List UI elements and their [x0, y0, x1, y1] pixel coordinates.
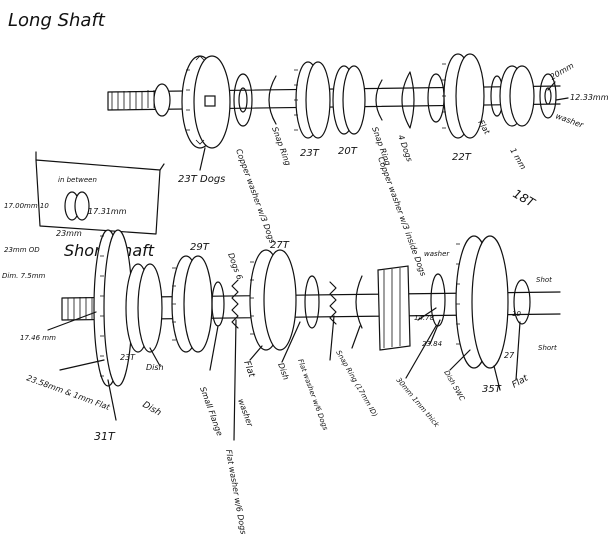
label-23t-short: 23T [120, 353, 136, 362]
leader-lines [47, 307, 521, 441]
label-2358mm: 23.58mm & 1mm Flat [25, 373, 111, 412]
label-snap-ring: Snap Ring (17mm ID) [334, 349, 379, 419]
label-2384: 23.84 [422, 340, 442, 348]
snap-ring-2 [375, 79, 383, 121]
copper-washer-inside-dogs [427, 73, 445, 123]
flat-washer-6-dogs [231, 279, 239, 329]
dog-collar [377, 265, 411, 351]
gear-27t [249, 249, 297, 351]
label-dim: Dim. 7.5mm [2, 272, 46, 280]
small-flange [211, 281, 225, 327]
snap-ring-1 [268, 75, 277, 125]
gear-35t [455, 235, 509, 369]
gear-23t-dogs [181, 55, 231, 149]
label-29t: 29T [190, 242, 210, 253]
label-1731mm: 17.31mm [88, 207, 127, 216]
label-20t: 20T [338, 146, 358, 157]
short-end-washer [513, 279, 531, 325]
label-23mm-od: 23mm OD [4, 246, 40, 254]
label-dish: Dish [146, 363, 164, 372]
label-flat-washer-6-dogs: Flat washer w/6 Dogs [224, 449, 248, 535]
long-shaft-assembly: 23T Dogs Copper washer w/3 Dogs Snap Rin… [107, 53, 609, 278]
label-washer-2: washer [424, 250, 450, 258]
label-30mm: 30mm 1mm thick [394, 376, 441, 429]
long-shaft-spline [111, 90, 155, 110]
label-washer: washer [554, 111, 585, 130]
snap-ring-short [355, 275, 363, 329]
label-small-flange: Small Flange [198, 386, 224, 438]
long-shaft-collar [153, 83, 171, 117]
label-short: Short [538, 344, 557, 352]
label-flat-2: Flat [511, 373, 531, 390]
flat-washer-6-dogs-2 [329, 281, 337, 325]
inset-detail: in between 17.31mm 23mm 17.00mm 10 23mm … [2, 151, 165, 280]
label-23mm: 23mm [56, 229, 82, 238]
label-35t: 35T [482, 384, 502, 395]
label-dish-swc: Dish SWC [442, 369, 466, 402]
copper-washer-3-dogs [233, 73, 253, 127]
dog-washer-4 [401, 71, 415, 129]
end-washer [539, 73, 557, 119]
label-31t: 31T [94, 430, 116, 443]
label-flat-washer-6-dogs-2: Flat washer w/6 Dogs [296, 358, 329, 432]
label-1233mm: 12.33mm [570, 93, 609, 102]
label-dogs-6: Dogs 6 [226, 252, 244, 281]
label-1746mm: 17.46 mm [20, 334, 56, 342]
short-washer [304, 275, 320, 329]
label-23t: 23T [300, 148, 320, 159]
label-10: 10 [512, 310, 521, 318]
label-22t: 22T [452, 152, 472, 163]
label-1mm: 1 mm [508, 147, 528, 172]
gear-31t [93, 229, 133, 387]
label-copper-washer-2: Copper washer w/3 inside Dogs [376, 156, 428, 278]
label-18t: 18T [511, 186, 539, 210]
label-shot: Shot [536, 276, 552, 284]
label-copper-washer: Copper washer w/3 Dogs [234, 148, 277, 245]
label-washer: washer [236, 398, 255, 429]
label-dish-2: Dish [141, 400, 163, 419]
inset-frame [35, 159, 161, 235]
gear-22t [442, 53, 485, 139]
label-1478: 14.78 [414, 314, 435, 322]
label-27t: 27T [270, 240, 290, 251]
label-snap-ring-1: Snap Ring [270, 126, 292, 167]
label-4-dogs: 4 Dogs [396, 134, 414, 163]
label-1700mm: 17.00mm 10 [4, 202, 49, 210]
label-27: 27 [504, 351, 515, 360]
label-dish-3: Dish [276, 362, 290, 382]
gear-23t [294, 61, 331, 139]
gear-23t-short [125, 263, 163, 353]
gear-20t [332, 65, 366, 135]
short-shaft-assembly: Short Shaft [20, 229, 561, 535]
label-23t-dogs: 23T Dogs [178, 174, 225, 185]
page-title: Long Shaft [8, 10, 106, 31]
label-20mm: 20mm [549, 61, 576, 82]
label-in-between: in between [58, 176, 97, 184]
gear-29t [171, 255, 213, 353]
gear-18t [499, 65, 535, 127]
label-flat: Flat [241, 360, 256, 380]
